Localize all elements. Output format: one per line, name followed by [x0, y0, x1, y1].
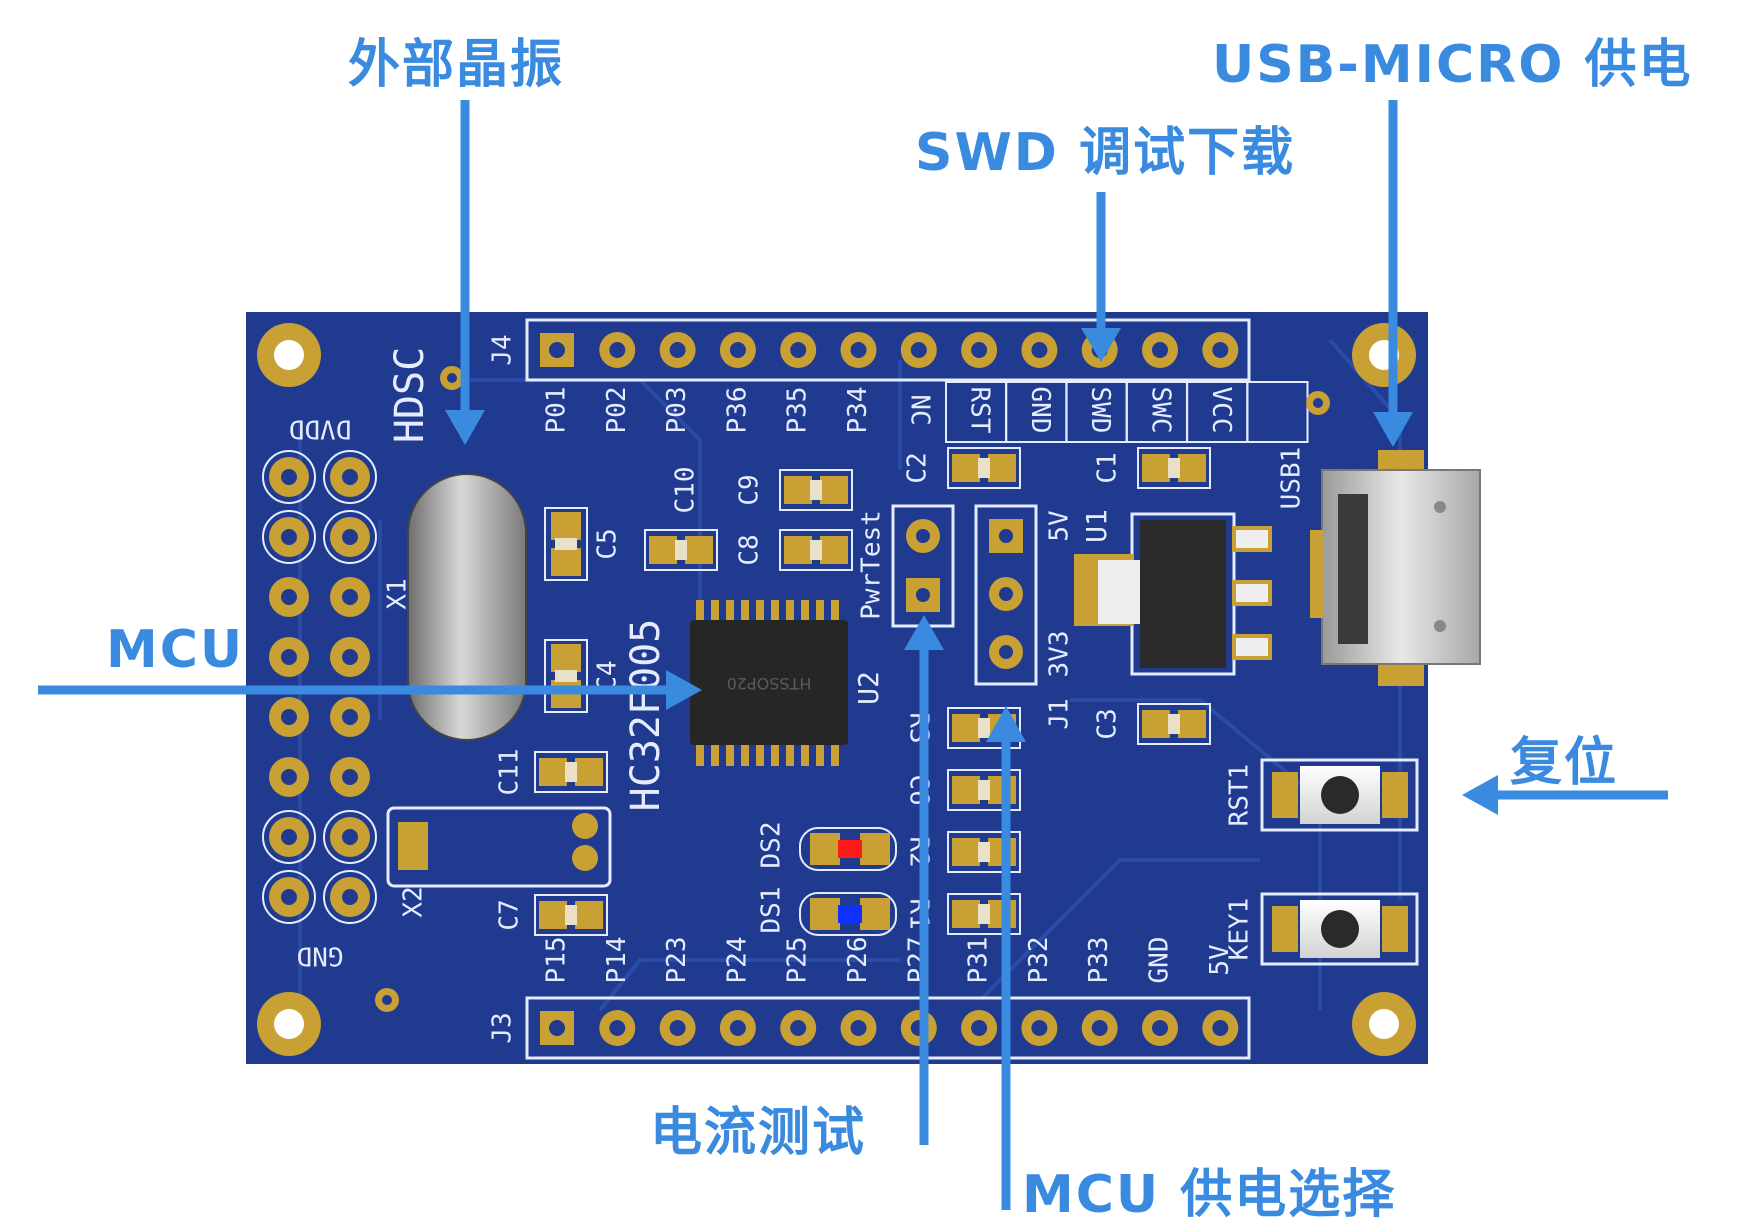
j4-label-p02: P02: [602, 387, 632, 434]
j4-label-rst: RST: [965, 387, 995, 434]
j4-label-swd: SWD: [1085, 387, 1115, 434]
j3-label-p33: P33: [1084, 937, 1114, 984]
ds1-label: DS1: [757, 887, 787, 934]
j4-label-p01: P01: [542, 387, 572, 434]
r1-label: R1: [904, 898, 934, 929]
j3-label-5v: 5V: [1205, 944, 1235, 975]
x2-label: X2: [399, 886, 429, 917]
c7-capacitor: [534, 894, 608, 936]
c6-label: C6: [904, 774, 934, 805]
j4-label-p35: P35: [783, 387, 813, 434]
rst1-button: [1260, 758, 1419, 832]
led-ds2: [799, 827, 897, 871]
r2-label: R2: [904, 836, 934, 867]
callout-mcu: MCU: [106, 620, 245, 680]
j4-label: J4: [488, 334, 518, 365]
silkscreen-labels: P01 P02 P03 P36 P35 P34 NC RST GND SWD SWC VCC P15 P1…: [289, 334, 1307, 1043]
c1-label: C1: [1093, 452, 1123, 483]
c11-capacitor: [534, 751, 608, 793]
callout-power-select: MCU 供电选择: [1022, 1165, 1397, 1225]
x2-hole-2: [572, 845, 598, 871]
j3-label-p24: P24: [722, 937, 752, 984]
j3-label-p25: P25: [783, 937, 813, 984]
gnd-label: GND: [297, 941, 344, 971]
label-5v: 5V: [1045, 510, 1075, 541]
j4-label-nc: NC: [904, 394, 934, 425]
j3-label-p15: P15: [542, 937, 572, 984]
j3-label-p32: P32: [1024, 937, 1054, 984]
chip-package-mark: HTSSOP20: [727, 674, 812, 693]
callout-crystal: 外部晶振: [348, 35, 565, 95]
j4-outline: [525, 318, 1251, 382]
left-pin-header: [262, 450, 377, 924]
j4-label-p03: P03: [662, 387, 692, 434]
j3-label-p31: P31: [964, 937, 994, 984]
c5-label: C5: [593, 528, 623, 559]
c9-capacitor: [779, 469, 853, 511]
callout-current: 电流测试: [650, 1103, 867, 1163]
u1-regulator: [1074, 512, 1272, 676]
c7-label: C7: [495, 899, 525, 930]
label-3v3: 3V3: [1045, 631, 1075, 678]
r3-label: R3: [904, 712, 934, 743]
led-ds1: [799, 892, 897, 936]
j3-label-p26: P26: [843, 937, 873, 984]
j3-label-p27: P27: [903, 937, 933, 984]
x2-outline: [386, 806, 612, 888]
pwrtest-label: PwrTest: [857, 510, 887, 620]
j3-label: J3: [488, 1012, 518, 1043]
c8-capacitor: [779, 529, 853, 571]
j1-outline: [974, 504, 1038, 686]
c8-label: C8: [735, 534, 765, 565]
dvdd-label: DVDD: [289, 414, 352, 444]
c9-label: C9: [735, 474, 765, 505]
j4-label-p36: P36: [722, 387, 752, 434]
j3-label-gnd: GND: [1145, 937, 1175, 984]
key1-button: [1260, 892, 1419, 966]
swd-label-boxes: [945, 381, 1309, 443]
callout-usb: USB-MICRO 供电: [1212, 35, 1693, 95]
callout-swd: SWD 调试下载: [915, 123, 1296, 183]
j4-label-gnd: GND: [1025, 387, 1055, 434]
x1-label: X1: [383, 578, 413, 609]
ds2-label: DS2: [757, 822, 787, 869]
u1-label: U1: [1080, 509, 1113, 543]
c5-capacitor: [544, 507, 588, 581]
swd-label-box: [1246, 381, 1309, 443]
c2-label: C2: [903, 452, 933, 483]
j1-label: J1: [1045, 698, 1075, 729]
chip-name-label: HC32F005: [623, 619, 669, 812]
j3-outline: [525, 996, 1251, 1060]
u2-chip: HTSSOP20: [690, 600, 848, 766]
usb-micro-connector: [1310, 450, 1481, 686]
key1-label: KEY1: [1225, 898, 1255, 961]
j3-label-p14: P14: [602, 937, 632, 984]
j3-label-p23: P23: [662, 937, 692, 984]
c3-label: C3: [1093, 708, 1123, 739]
j3-pin-row: [540, 1010, 1239, 1046]
c3-capacitor: [1137, 703, 1211, 745]
c10-label: C10: [671, 467, 701, 514]
x2-pad: [398, 822, 428, 870]
x1-crystal: [407, 473, 527, 741]
j4-label-vcc: VCC: [1206, 387, 1236, 434]
c11-label: C11: [495, 749, 525, 796]
c1-capacitor: [1137, 447, 1211, 489]
c2-capacitor: [947, 447, 1021, 489]
u2-label: U2: [852, 671, 885, 705]
rst1-label: RST1: [1225, 764, 1255, 827]
x2-hole-1: [572, 813, 598, 839]
j4-label-swc: SWC: [1146, 387, 1176, 434]
brand-label: HDSC: [387, 347, 433, 443]
c10-capacitor: [644, 529, 718, 571]
callout-arrows: [38, 100, 1668, 1210]
usb1-label: USB1: [1277, 447, 1307, 510]
callout-reset: 复位: [1510, 733, 1619, 793]
j4-label-p34: P34: [843, 387, 873, 434]
